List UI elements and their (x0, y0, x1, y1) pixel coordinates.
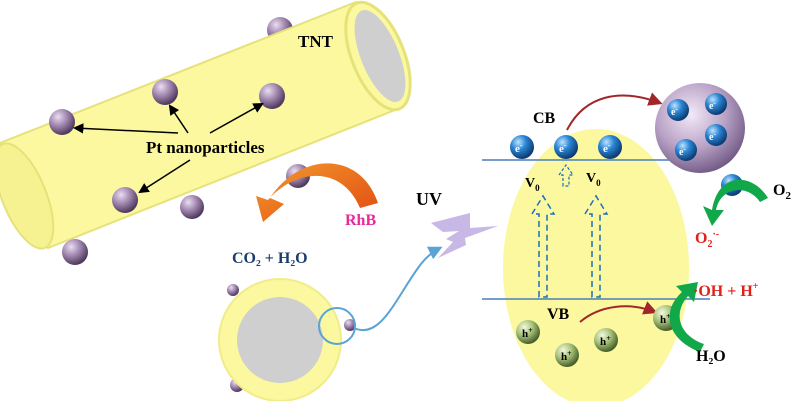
oxidation-arrow (669, 282, 704, 352)
uv-light: UV (416, 189, 498, 258)
oxygen-vacancy-label: V0 (586, 171, 601, 188)
pt-nanoparticle (180, 195, 204, 219)
uv-label: UV (416, 189, 442, 209)
electron-transfer-arrow (566, 92, 663, 131)
pointer-arrow (209, 102, 264, 134)
band-oval (503, 129, 689, 401)
svg-text:e-: e- (709, 130, 716, 143)
pt-nanoparticle (62, 239, 88, 265)
tube-left-end (0, 142, 55, 250)
svg-text:e-: e- (603, 141, 611, 155)
electron: e- (554, 135, 578, 159)
tnt-label: TNT (298, 32, 334, 51)
water-label: H₂O (696, 348, 726, 365)
tube-cross-section (218, 246, 443, 401)
cb-label: CB (533, 110, 556, 127)
svg-text:e-: e- (709, 99, 716, 112)
electron: e- (667, 99, 689, 121)
o2-label: O2 (773, 182, 791, 202)
electron: e- (705, 124, 727, 146)
cross-section-hole (237, 297, 323, 383)
svg-text:e-: e- (671, 105, 678, 118)
svg-text:h+: h+ (600, 334, 611, 348)
hole-transfer-arrow (579, 301, 658, 323)
svg-text:h+: h+ (660, 312, 671, 326)
hole: h+ (594, 328, 618, 352)
pt-nanoparticle (344, 319, 356, 331)
electron-transfer: e- e- e- e- e- O2 O2·- (566, 83, 791, 250)
oxygen-vacancy-label: V0 (525, 176, 540, 193)
titania-nanotube: Pt nanoparticles TNT (0, 0, 412, 265)
svg-text:e-: e- (559, 141, 567, 155)
svg-text:h+: h+ (522, 326, 533, 340)
pointer-arrow (72, 123, 179, 134)
magnify-circle (318, 307, 356, 345)
pt-nanoparticles-label: Pt nanoparticles (146, 138, 265, 157)
tube-opening (354, 10, 406, 102)
excitation-arrow (530, 194, 556, 298)
band-diagram: CB VB e- e- e- V0 V0 h+ h+ (482, 110, 710, 401)
excitation-arrow (583, 194, 609, 298)
pointer-arrow (138, 159, 191, 194)
magnify-arrow (353, 246, 443, 332)
pt-nanoparticle (112, 187, 138, 213)
hole-oxidation: h+ ·OH + H+ H₂O (579, 281, 759, 365)
hydroxyl-label: ·OH + H+ (693, 281, 759, 300)
co2-h2o-label: CO₂ + H₂O (232, 250, 308, 267)
excitation-arrow (557, 163, 575, 187)
svg-text:h+: h+ (561, 349, 572, 363)
lightning-bolt-icon (431, 213, 498, 258)
electron: e- (598, 135, 622, 159)
hole: h+ (555, 343, 579, 367)
pt-nanoparticle (259, 83, 285, 109)
pointer-arrow (168, 104, 189, 134)
degradation-arrow (256, 163, 378, 222)
large-pt-particle (655, 83, 745, 173)
pt-nanoparticle (152, 79, 178, 105)
electron: e- (510, 135, 534, 159)
rhb-degradation: RhB CO₂ + H₂O (232, 163, 378, 267)
pt-nanoparticle (49, 109, 75, 135)
reduction-arrow (703, 179, 768, 226)
superoxide-label: O2·- (695, 229, 719, 250)
electron: e- (705, 93, 727, 115)
svg-text:e-: e- (679, 145, 686, 158)
hole: h+ (516, 320, 540, 344)
rhb-label: RhB (345, 212, 376, 229)
electron: e- (675, 139, 697, 161)
vb-label: VB (547, 306, 570, 323)
svg-text:e-: e- (515, 141, 523, 155)
pt-nanoparticle (227, 284, 239, 296)
